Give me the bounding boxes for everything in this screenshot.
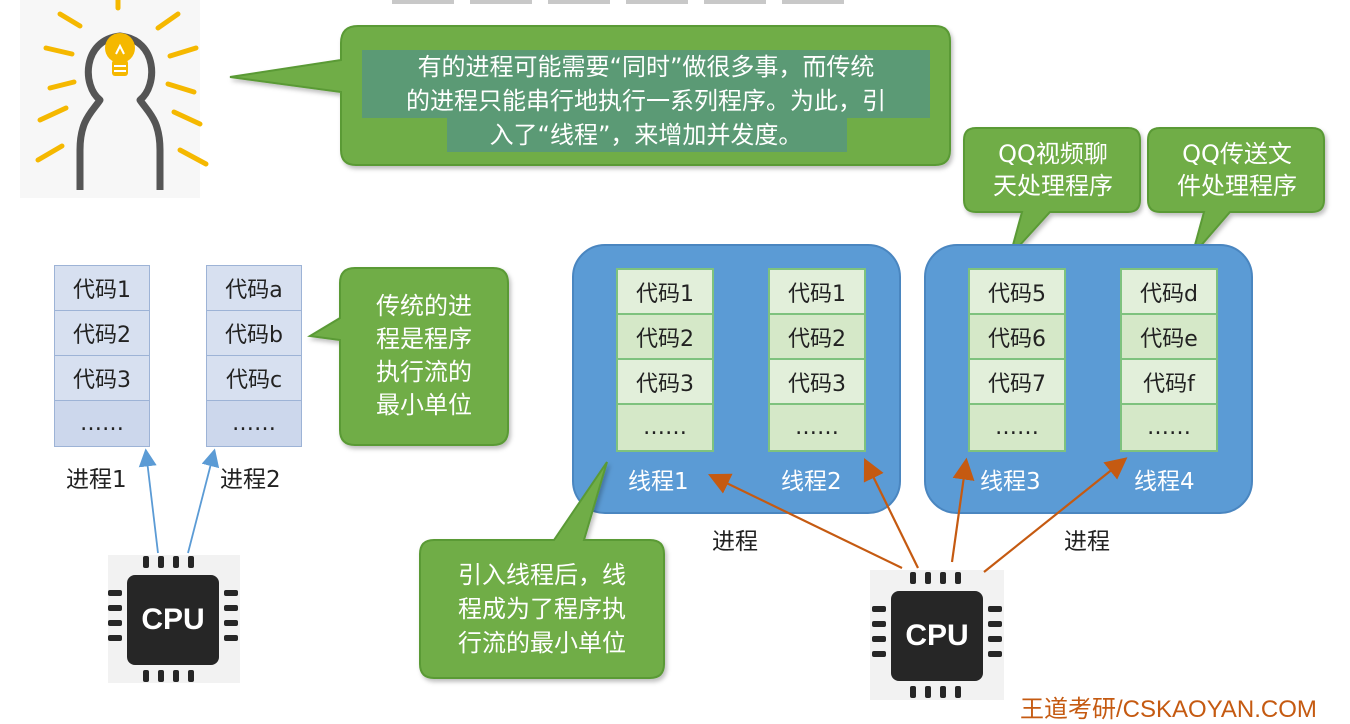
top-strip	[392, 0, 454, 4]
cpu-label-left: CPU	[141, 603, 205, 636]
traditional-note-shape	[307, 267, 509, 446]
code-cell: 代码6	[970, 315, 1064, 360]
code-cell: 代码3	[55, 356, 149, 401]
code-cell: 代码d	[1122, 270, 1216, 315]
top-strip	[470, 0, 532, 4]
text-line: 程是程序	[376, 325, 472, 353]
code-cell: ……	[770, 405, 864, 450]
text-line: 执行流的	[376, 358, 472, 386]
process2-label: 进程2	[220, 467, 281, 493]
thread3-code-stack: 代码5 代码6 代码7 ……	[968, 268, 1066, 452]
text-highlight	[362, 84, 930, 118]
idea-person-icon	[20, 0, 209, 198]
thread3-label: 线程3	[980, 469, 1041, 495]
text-line: 行流的最小单位	[458, 629, 626, 657]
code-cell: 代码2	[618, 315, 712, 360]
thread1-label: 线程1	[628, 469, 689, 495]
text-line: 最小单位	[376, 391, 472, 419]
code-cell: ……	[55, 401, 149, 446]
thread4-code-stack: 代码d 代码e 代码f ……	[1120, 268, 1218, 452]
qq-file-callout: QQ传送文 件处理程序	[1150, 138, 1324, 202]
code-cell: ……	[1122, 405, 1216, 450]
text-line: QQ传送文	[1182, 140, 1292, 168]
code-cell: 代码e	[1122, 315, 1216, 360]
code-cell: 代码1	[618, 270, 712, 315]
process1-code-stack: 代码1 代码2 代码3 ……	[54, 265, 150, 447]
text-line: 的进程只能串行地执行一系列程序。为此，引	[406, 87, 886, 115]
text-line: 传统的进	[376, 292, 472, 320]
text-line: 引入线程后，线	[458, 561, 626, 589]
code-cell: ……	[207, 401, 301, 446]
text-line: 入了“线程”，来增加并发度。	[489, 121, 803, 149]
threads-note: 引入线程后，线 程成为了程序执 行流的最小单位	[420, 558, 664, 660]
thread1-code-stack: 代码1 代码2 代码3 ……	[616, 268, 714, 452]
qq-file-callout-shape	[1147, 127, 1325, 257]
process1-label: 进程1	[66, 467, 127, 493]
code-cell: ……	[618, 405, 712, 450]
arrow-cpu-to-thread2	[863, 458, 919, 569]
top-strip	[626, 0, 688, 4]
top-strip	[782, 0, 844, 4]
code-cell: 代码c	[207, 356, 301, 401]
code-cell: 代码2	[55, 311, 149, 356]
thread2-label: 线程2	[781, 469, 842, 495]
code-cell: ……	[970, 405, 1064, 450]
code-cell: 代码1	[770, 270, 864, 315]
code-cell: 代码b	[207, 311, 301, 356]
arrow-cpu-to-process2	[187, 448, 220, 554]
watermark: 王道考研/CSKAOYAN.COM	[1020, 696, 1317, 723]
arrow-cpu-to-process1	[138, 448, 159, 554]
cpu-chip-icon	[108, 555, 240, 683]
top-strip	[548, 0, 610, 4]
code-cell: 代码7	[970, 360, 1064, 405]
arrow-cpu-to-thread3	[950, 457, 975, 563]
text-line: 件处理程序	[1177, 172, 1297, 200]
code-cell: 代码5	[970, 270, 1064, 315]
cpu-chip-icon	[870, 570, 1004, 700]
qq-video-callout-shape	[963, 127, 1141, 257]
threads-note-shape	[419, 461, 665, 679]
code-cell: 代码1	[55, 266, 149, 311]
cpu-label-right: CPU	[905, 619, 969, 652]
process-b-label: 进程	[1064, 529, 1110, 555]
text-line: 天处理程序	[993, 172, 1113, 200]
process2-code-stack: 代码a 代码b 代码c ……	[206, 265, 302, 447]
qq-video-callout: QQ视频聊 天处理程序	[966, 138, 1140, 202]
code-cell: 代码3	[618, 360, 712, 405]
text-highlight	[447, 118, 847, 152]
code-cell: 代码3	[770, 360, 864, 405]
text-line: 程成为了程序执	[458, 595, 626, 623]
text-highlight	[362, 50, 930, 84]
code-cell: 代码a	[207, 266, 301, 311]
thread4-label: 线程4	[1134, 469, 1195, 495]
text-line: QQ视频聊	[998, 140, 1108, 168]
code-cell: 代码f	[1122, 360, 1216, 405]
process-a-label: 进程	[712, 529, 758, 555]
text-line: 有的进程可能需要“同时”做很多事，而传统	[417, 53, 875, 81]
top-bubble-text: 有的进程可能需要“同时”做很多事，而传统 的进程只能串行地执行一系列程序。为此，…	[352, 50, 940, 152]
traditional-note: 传统的进 程是程序 执行流的 最小单位	[340, 290, 508, 422]
top-strip	[704, 0, 766, 4]
thread2-code-stack: 代码1 代码2 代码3 ……	[768, 268, 866, 452]
arrow-cpu-to-thread4	[983, 457, 1128, 573]
arrow-cpu-to-thread1	[708, 473, 903, 569]
code-cell: 代码2	[770, 315, 864, 360]
